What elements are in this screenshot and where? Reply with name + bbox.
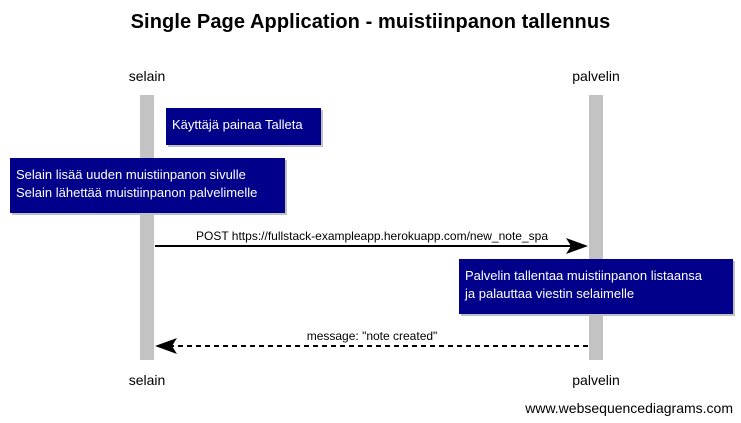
message-label-post: POST https://fullstack-exampleapp.heroku… <box>196 229 548 243</box>
note-browser-action: Selain lisää uuden muistiinpanon sivulle… <box>10 158 285 213</box>
diagram-title: Single Page Application - muistiinpanon … <box>130 11 611 33</box>
arrow-post-head <box>566 238 588 254</box>
note-line: Käyttäjä painaa Talleta <box>172 117 303 132</box>
arrow-response-head <box>155 338 177 354</box>
note-line: Palvelin tallentaa muistiinpanon listaan… <box>465 268 703 283</box>
note-line: Selain lisää uuden muistiinpanon sivulle <box>16 167 246 182</box>
note-server-action: Palvelin tallentaa muistiinpanon listaan… <box>459 259 733 314</box>
participant-selain-top: selain <box>128 68 166 84</box>
participant-selain-bottom: selain <box>128 372 166 388</box>
message-label-response: message: "note created" <box>306 329 438 343</box>
watermark-link[interactable]: www.websequencediagrams.com <box>525 400 733 416</box>
participant-palvelin-top: palvelin <box>572 68 620 84</box>
note-user-click: Käyttäjä painaa Talleta <box>166 108 321 145</box>
participant-palvelin-bottom: palvelin <box>572 372 620 388</box>
note-line: ja palauttaa viestin selaimelle <box>465 286 635 301</box>
note-line: Selain lähettää muistiinpanon palvelimel… <box>16 185 258 200</box>
